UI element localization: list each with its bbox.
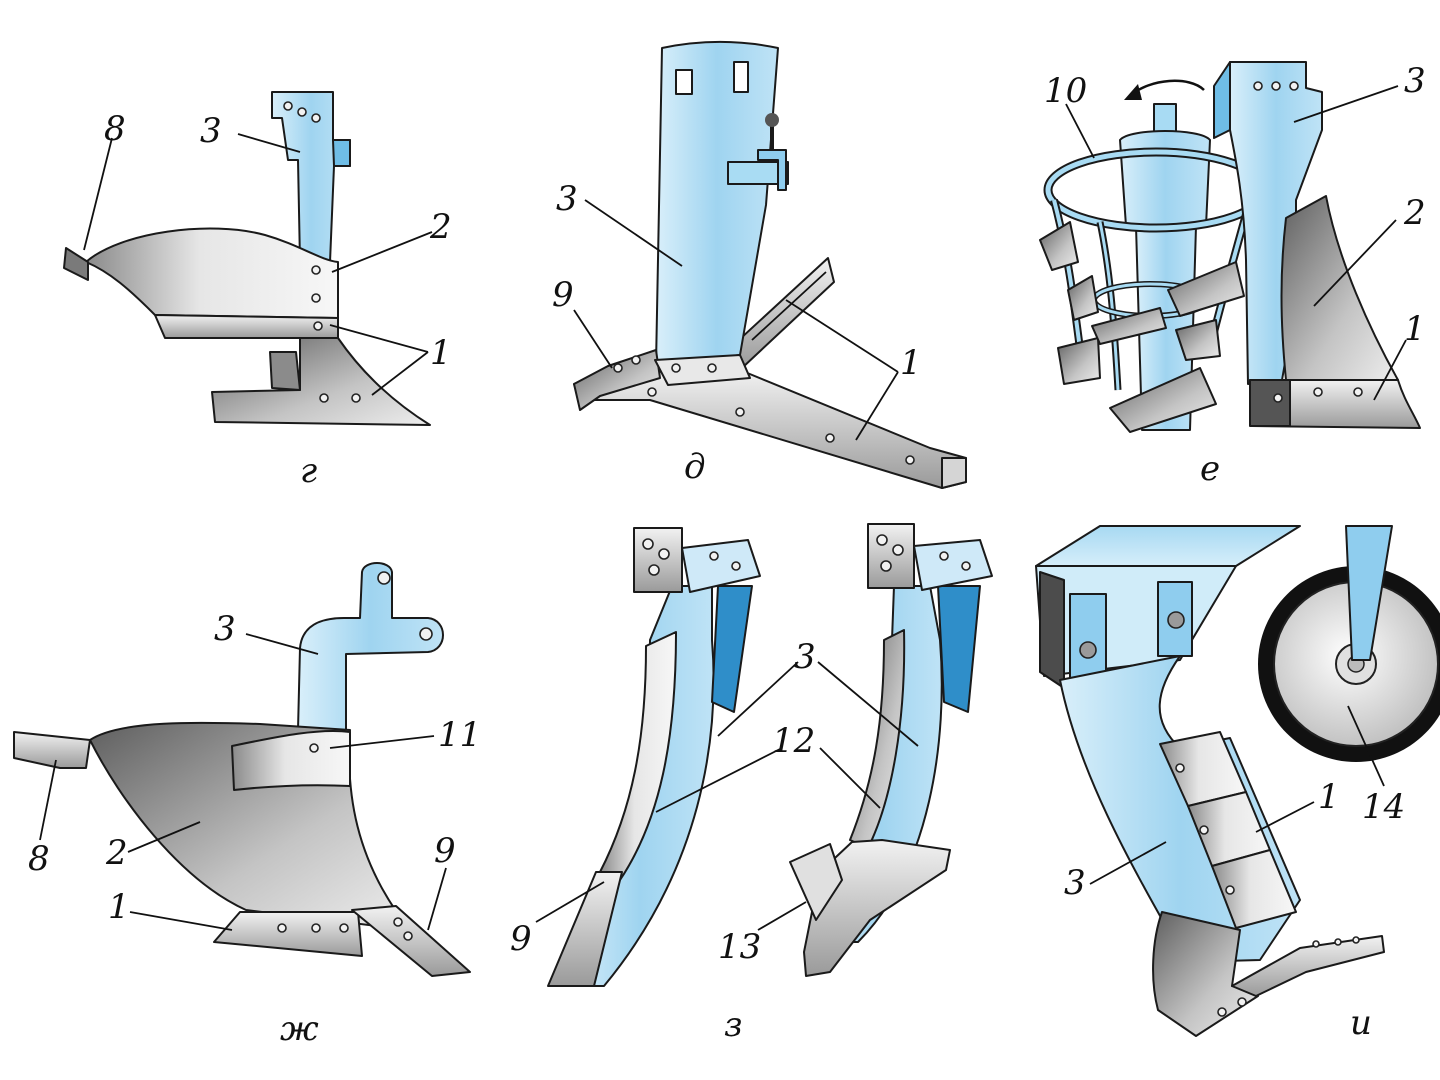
caption-g: г xyxy=(300,451,317,491)
label-i-3: 3 xyxy=(1064,863,1086,903)
label-e-1: 1 xyxy=(1404,309,1426,349)
label-e-10: 10 xyxy=(1044,71,1087,111)
panel-e: 10 3 2 1 е xyxy=(1039,61,1426,489)
label-zh-8: 8 xyxy=(28,839,50,879)
label-i-1: 1 xyxy=(1318,777,1340,817)
leader-e-3 xyxy=(1293,85,1399,123)
label-zh-1: 1 xyxy=(108,887,130,927)
label-e-3: 3 xyxy=(1404,61,1426,101)
leader-g-1a xyxy=(329,324,429,353)
label-i-14: 14 xyxy=(1362,787,1405,827)
leader-zh-8 xyxy=(39,759,57,841)
label-z-13: 13 xyxy=(718,927,761,967)
label-z-9: 9 xyxy=(510,919,532,959)
label-e-2: 2 xyxy=(1403,193,1426,233)
leader-d-9 xyxy=(573,309,613,369)
leader-g-3 xyxy=(237,133,301,153)
leader-i-1 xyxy=(1255,801,1315,833)
label-zh-11: 11 xyxy=(438,715,481,755)
label-zh-2: 2 xyxy=(105,833,128,873)
leader-zh-9 xyxy=(427,867,447,931)
leader-d-3 xyxy=(584,199,683,267)
label-g-3: 3 xyxy=(200,111,222,151)
caption-zh: ж xyxy=(280,1009,319,1049)
leader-zh-11 xyxy=(329,735,435,749)
panel-zh: 3 11 8 2 1 9 ж xyxy=(13,562,481,1049)
leader-zh-1 xyxy=(129,911,233,931)
leader-i-14 xyxy=(1347,705,1385,787)
panel-d: 3 9 1 д xyxy=(552,41,967,489)
panel-g: 8 3 2 1 г xyxy=(63,91,452,491)
label-d-3: 3 xyxy=(556,179,578,219)
leader-zh-3 xyxy=(245,633,319,655)
leader-d-1b xyxy=(855,371,899,441)
label-g-1: 1 xyxy=(430,333,452,373)
leader-g-1b xyxy=(371,351,429,396)
caption-z: з xyxy=(724,1005,743,1045)
caption-i: и xyxy=(1350,1003,1372,1043)
leader-z-9 xyxy=(535,881,605,923)
leader-e-1 xyxy=(1373,339,1407,401)
label-g-8: 8 xyxy=(104,109,126,149)
label-d-9: 9 xyxy=(552,275,574,315)
leader-e-2 xyxy=(1313,219,1397,307)
leader-z-12a xyxy=(655,747,783,813)
leader-d-1a xyxy=(785,299,899,373)
leader-g-2 xyxy=(331,231,433,273)
label-g-2: 2 xyxy=(429,207,452,247)
caption-d: д xyxy=(684,447,706,487)
leader-z-3a xyxy=(717,661,799,737)
leader-z-13 xyxy=(757,901,807,931)
label-z-3: 3 xyxy=(794,637,816,677)
label-z-12: 12 xyxy=(772,721,815,761)
leader-i-3 xyxy=(1089,841,1167,885)
label-d-1: 1 xyxy=(900,343,922,383)
panel-i: 1 14 3 и xyxy=(1035,525,1440,1043)
label-zh-9: 9 xyxy=(434,831,456,871)
caption-e: е xyxy=(1200,449,1220,489)
panel-z: 3 12 9 13 з xyxy=(510,523,993,1045)
label-zh-3: 3 xyxy=(214,609,236,649)
leader-zh-2 xyxy=(127,821,201,853)
leader-z-3b xyxy=(817,661,919,747)
leader-e-10 xyxy=(1065,103,1095,159)
leader-g-8 xyxy=(83,137,113,251)
leader-z-12b xyxy=(819,747,881,809)
